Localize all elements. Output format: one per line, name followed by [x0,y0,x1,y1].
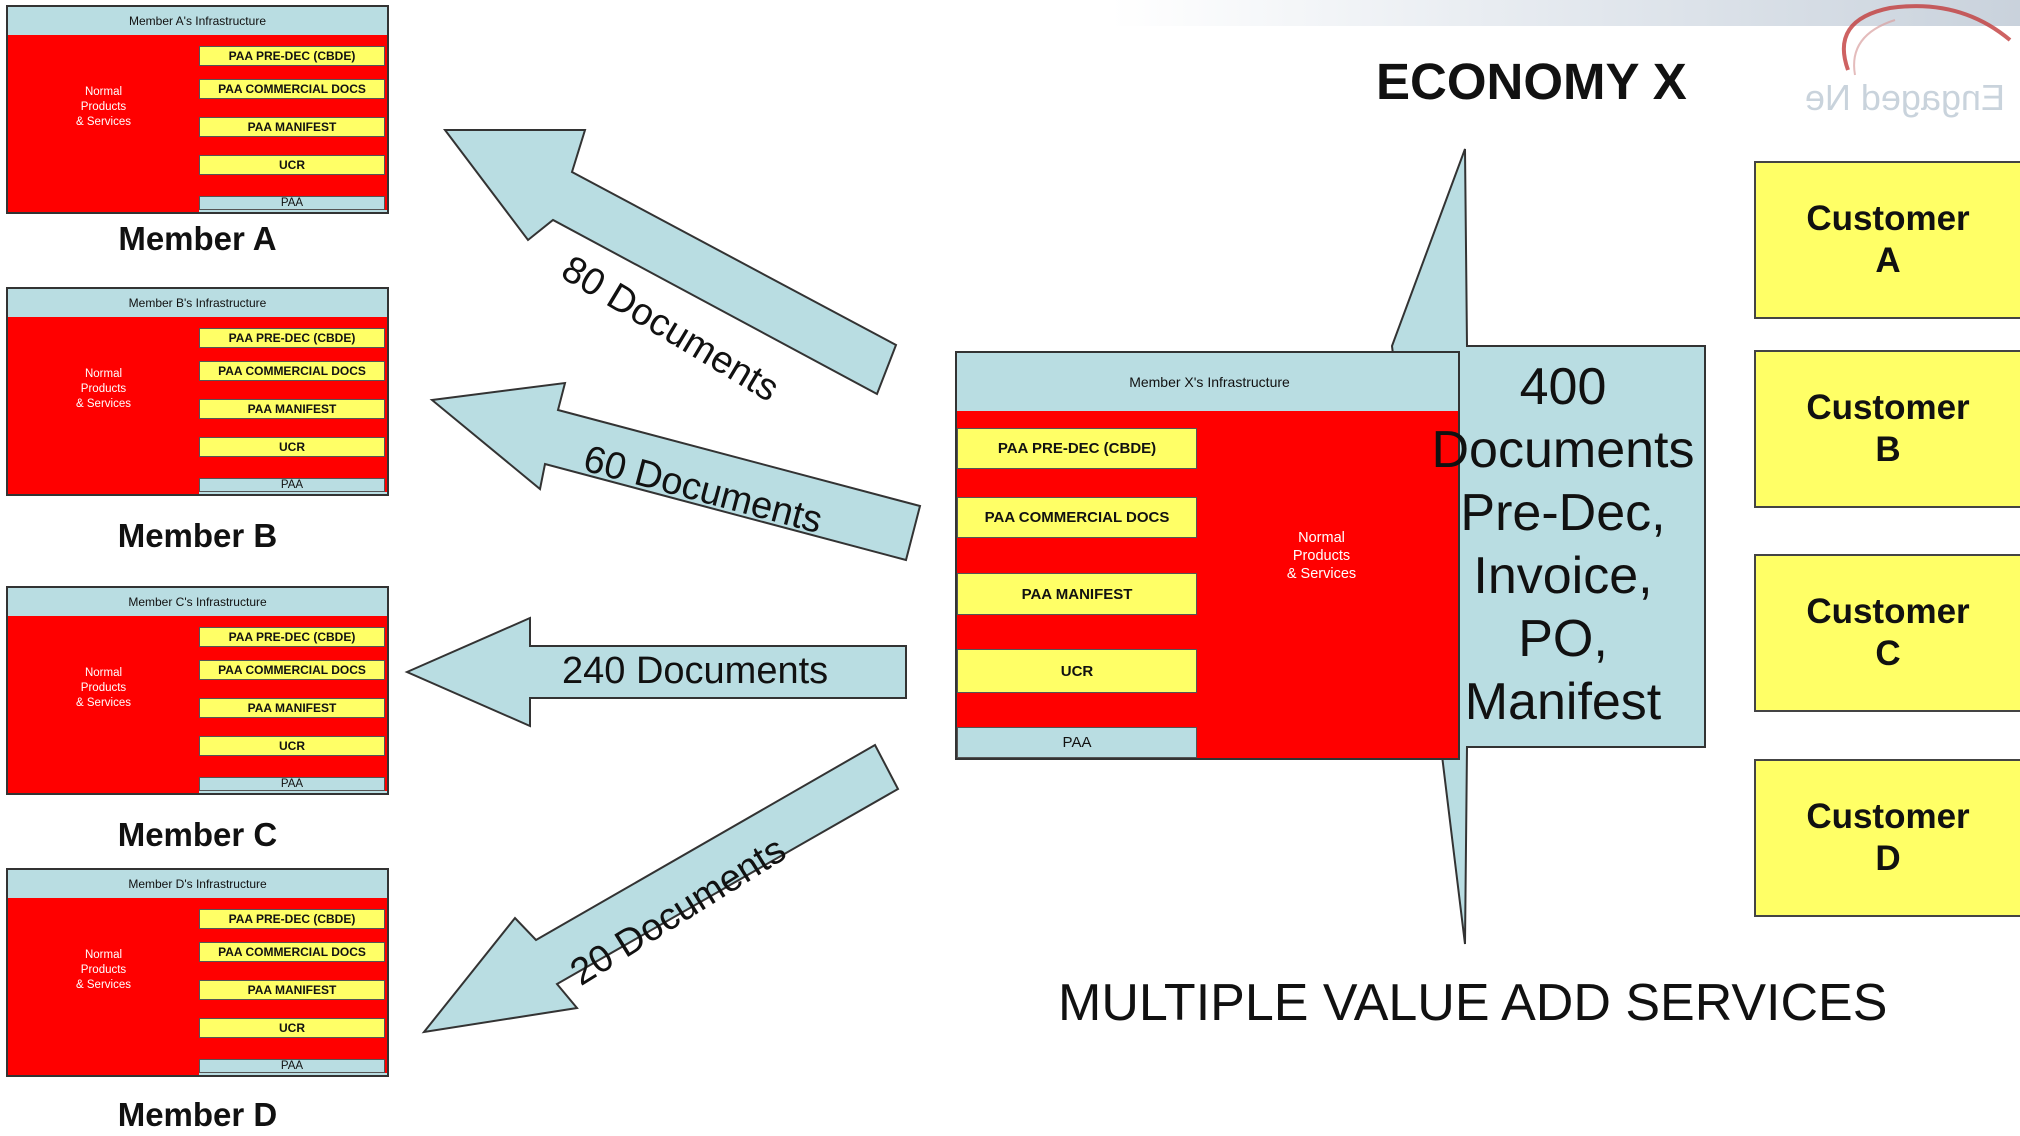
paa-bar: PAA [957,727,1197,758]
flow-arrow-c [404,616,907,728]
paa-bar: PAA [199,196,385,210]
infrastructure-title: Member C's Infrastructure [128,594,267,609]
paa-commercial-docs-bar: PAA COMMERCIAL DOCS [957,497,1197,538]
paa-service-stack: PAA PRE-DEC (CBDE) PAA COMMERCIAL DOCS P… [199,616,387,791]
member-c-label: Member C [117,816,278,853]
paa-commercial-docs-bar: PAA COMMERCIAL DOCS [199,942,385,962]
ucr-bar: UCR [199,1018,385,1038]
normal-products-zone [8,616,199,793]
flow-arrow-a [442,129,898,396]
paa-manifest-bar: PAA MANIFEST [199,980,385,1000]
svg-text:Engaged Ne: Engaged Ne [1805,77,2005,118]
ucr-bar: UCR [199,437,385,457]
paa-pre-dec-bar: PAA PRE-DEC (CBDE) [199,328,385,348]
infrastructure-title: Member D's Infrastructure [128,876,267,891]
paa-pre-dec-bar: PAA PRE-DEC (CBDE) [199,909,385,929]
normal-products-zone [8,898,199,1075]
incoming-documents-text: 400 Documents Pre-Dec, Invoice, PO, Mani… [1431,358,1695,731]
incoming-arrow [1390,148,1706,945]
flow-arrow-b [429,381,922,562]
member-d-label: Member D [117,1096,278,1133]
paa-commercial-docs-bar: PAA COMMERCIAL DOCS [199,660,385,680]
services-label: MULTIPLE VALUE ADD SERVICES [1058,974,1888,1032]
ucr-bar: UCR [957,649,1197,693]
paa-pre-dec-bar: PAA PRE-DEC (CBDE) [199,46,385,66]
infrastructure-title: Member A's Infrastructure [128,13,266,28]
paa-bar: PAA [199,478,385,492]
paa-manifest-bar: PAA MANIFEST [957,573,1197,615]
paa-service-stack: PAA PRE-DEC (CBDE) PAA COMMERCIAL DOCS P… [199,35,387,210]
normal-products-zone [8,35,199,212]
infrastructure-title: Member X's Infrastructure [1129,373,1290,390]
paa-pre-dec-bar: PAA PRE-DEC (CBDE) [957,428,1197,469]
normal-products-zone [1199,411,1458,758]
member-x-infrastructure: Member X's Infrastructure PAA PRE-DEC (C… [955,351,1460,760]
paa-manifest-bar: PAA MANIFEST [199,399,385,419]
paa-commercial-docs-bar: PAA COMMERCIAL DOCS [199,79,385,99]
flow-arrow-d [421,743,900,1034]
paa-service-stack: PAA PRE-DEC (CBDE) PAA COMMERCIAL DOCS P… [957,411,1199,758]
paa-service-stack: PAA PRE-DEC (CBDE) PAA COMMERCIAL DOCS P… [199,898,387,1073]
paa-manifest-bar: PAA MANIFEST [199,117,385,137]
member-a-label: Member A [118,220,277,257]
paa-pre-dec-bar: PAA PRE-DEC (CBDE) [199,627,385,647]
flow-label-240: 240 Documents [562,650,829,692]
ucr-bar: UCR [199,736,385,756]
infrastructure-title: Member B's Infrastructure [128,295,267,310]
member-b-label: Member B [117,517,278,554]
paa-bar: PAA [199,1059,385,1073]
swoosh-logo-icon: Engaged Ne [1805,4,2012,118]
paa-service-stack: PAA PRE-DEC (CBDE) PAA COMMERCIAL DOCS P… [199,317,387,492]
paa-commercial-docs-bar: PAA COMMERCIAL DOCS [199,361,385,381]
economy-title: ECONOMY X [1376,53,1687,110]
paa-bar: PAA [199,777,385,791]
ucr-bar: UCR [199,155,385,175]
paa-manifest-bar: PAA MANIFEST [199,698,385,718]
normal-products-zone [8,317,199,494]
